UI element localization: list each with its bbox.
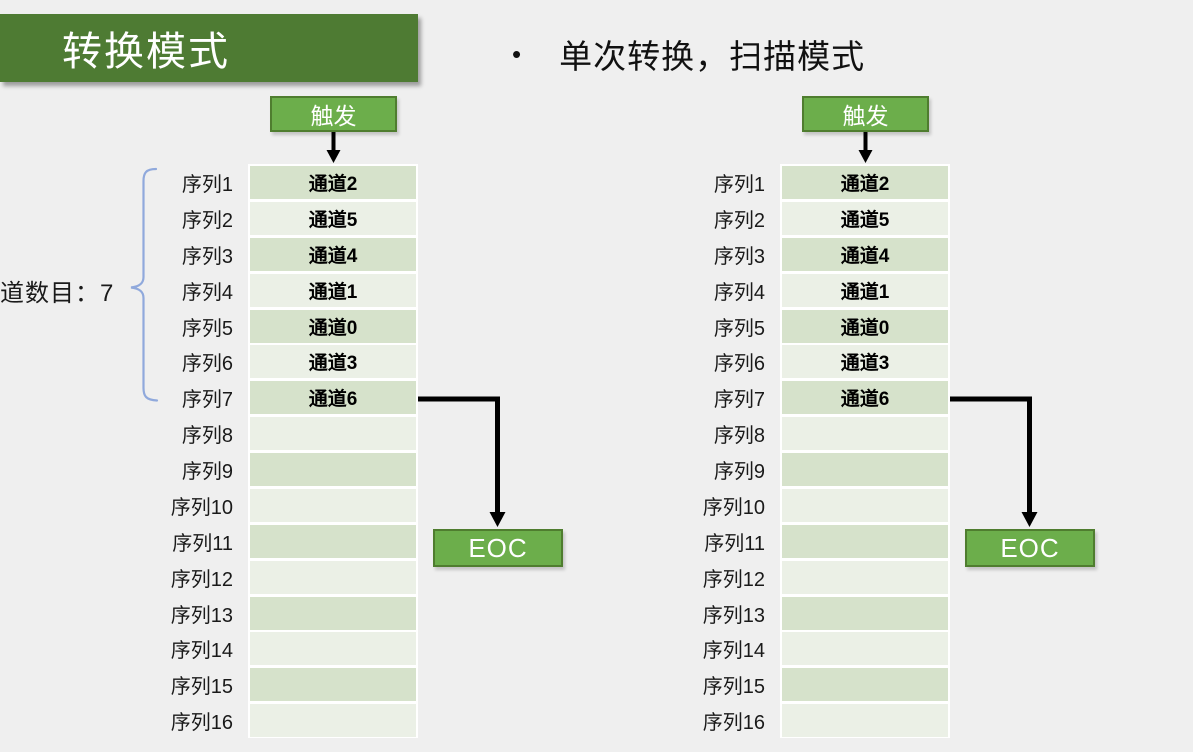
sequence-label: 序列14 bbox=[702, 640, 765, 663]
sequence-label: 序列3 bbox=[181, 245, 233, 268]
eoc-arrowhead-icon bbox=[489, 512, 506, 527]
trigger-arrowhead-icon bbox=[326, 150, 341, 163]
channel-cell: 通道1 bbox=[250, 273, 416, 307]
eoc-button: EOC bbox=[433, 529, 563, 567]
sequence-label: 序列4 bbox=[181, 281, 233, 304]
sequence-label: 序列5 bbox=[181, 317, 233, 340]
sequence-label: 序列9 bbox=[181, 461, 233, 483]
slide-title: 转换模式 bbox=[62, 30, 230, 74]
channel-cell: 通道4 bbox=[250, 237, 416, 271]
title-bar: 转换模式 bbox=[0, 14, 418, 82]
channel-cell: 通道0 bbox=[250, 309, 416, 343]
sequence-label: 序列8 bbox=[713, 425, 765, 448]
sequence-label: 序列13 bbox=[170, 604, 233, 627]
sequence-label: 序列11 bbox=[704, 532, 765, 555]
sequence-label: 序列9 bbox=[713, 461, 765, 483]
channel-cell bbox=[250, 596, 416, 630]
sequence-label: 序列14 bbox=[170, 640, 233, 663]
sequence-label: 序列13 bbox=[702, 604, 765, 627]
eoc-button: EOC bbox=[965, 529, 1095, 567]
channel-cell: 通道4 bbox=[782, 237, 948, 271]
channel-cell bbox=[250, 453, 416, 486]
channel-cell bbox=[250, 704, 416, 738]
sequence-label: 序列15 bbox=[170, 676, 233, 699]
channel-cell bbox=[782, 668, 948, 702]
channel-cell bbox=[782, 417, 948, 451]
channel-cell: 通道6 bbox=[782, 381, 948, 415]
sequence-label: 序列7 bbox=[713, 389, 765, 412]
sequence-label: 序列5 bbox=[713, 317, 765, 340]
trigger-button: 触发 bbox=[270, 96, 397, 132]
channel-cell: 通道5 bbox=[782, 201, 948, 235]
channel-cell bbox=[782, 560, 948, 594]
sequence-label: 序列15 bbox=[702, 676, 765, 699]
channel-cell bbox=[782, 704, 948, 738]
bullet-text: 单次转换，扫描模式 bbox=[559, 38, 866, 75]
sequence-label: 序列8 bbox=[181, 425, 233, 448]
trigger-arrowhead-icon bbox=[858, 150, 873, 163]
channel-cell bbox=[782, 524, 948, 558]
bullet-icon: • bbox=[512, 38, 522, 69]
channel-cell: 通道6 bbox=[250, 381, 416, 415]
sequence-label: 序列16 bbox=[702, 712, 765, 735]
trigger-button: 触发 bbox=[802, 96, 929, 132]
bullet-line: • 单次转换，扫描模式 bbox=[512, 30, 865, 78]
sequence-label: 序列16 bbox=[170, 712, 233, 735]
channel-cell: 通道2 bbox=[250, 166, 416, 199]
channel-cell bbox=[250, 524, 416, 558]
sequence-label: 序列11 bbox=[172, 532, 233, 555]
channel-cell bbox=[782, 488, 948, 522]
channel-cell bbox=[250, 668, 416, 702]
sequence-label: 序列2 bbox=[713, 209, 765, 232]
eoc-arrowhead-icon bbox=[1021, 512, 1038, 527]
sequence-label: 序列1 bbox=[713, 174, 765, 196]
sequence-label: 序列6 bbox=[713, 353, 765, 376]
channel-cell bbox=[782, 453, 948, 486]
sequence-label: 序列12 bbox=[702, 568, 765, 591]
channel-cell: 通道1 bbox=[782, 273, 948, 307]
channel-cell: 通道3 bbox=[250, 345, 416, 379]
channel-cell: 通道2 bbox=[782, 166, 948, 199]
channel-cell bbox=[250, 417, 416, 451]
channel-cell: 通道3 bbox=[782, 345, 948, 379]
sequence-label: 序列4 bbox=[713, 281, 765, 304]
channel-cell bbox=[250, 632, 416, 666]
sequence-label: 序列10 bbox=[702, 496, 765, 519]
eoc-arrow-line bbox=[950, 396, 1032, 514]
sequence-label: 序列6 bbox=[181, 353, 233, 376]
channel-cell: 通道0 bbox=[782, 309, 948, 343]
sequence-label: 序列3 bbox=[713, 245, 765, 268]
channel-cell: 通道5 bbox=[250, 201, 416, 235]
sequence-label: 序列2 bbox=[181, 209, 233, 232]
eoc-arrow-line bbox=[418, 396, 500, 514]
sequence-label: 序列7 bbox=[181, 389, 233, 412]
channel-cell bbox=[782, 632, 948, 666]
sequence-label: 序列12 bbox=[170, 568, 233, 591]
channel-cell bbox=[250, 488, 416, 522]
sequence-label: 序列10 bbox=[170, 496, 233, 519]
channel-count-annotation: 道数目：7 bbox=[0, 280, 115, 307]
channel-cell bbox=[250, 560, 416, 594]
sequence-label: 序列1 bbox=[181, 174, 233, 196]
channel-cell bbox=[782, 596, 948, 630]
